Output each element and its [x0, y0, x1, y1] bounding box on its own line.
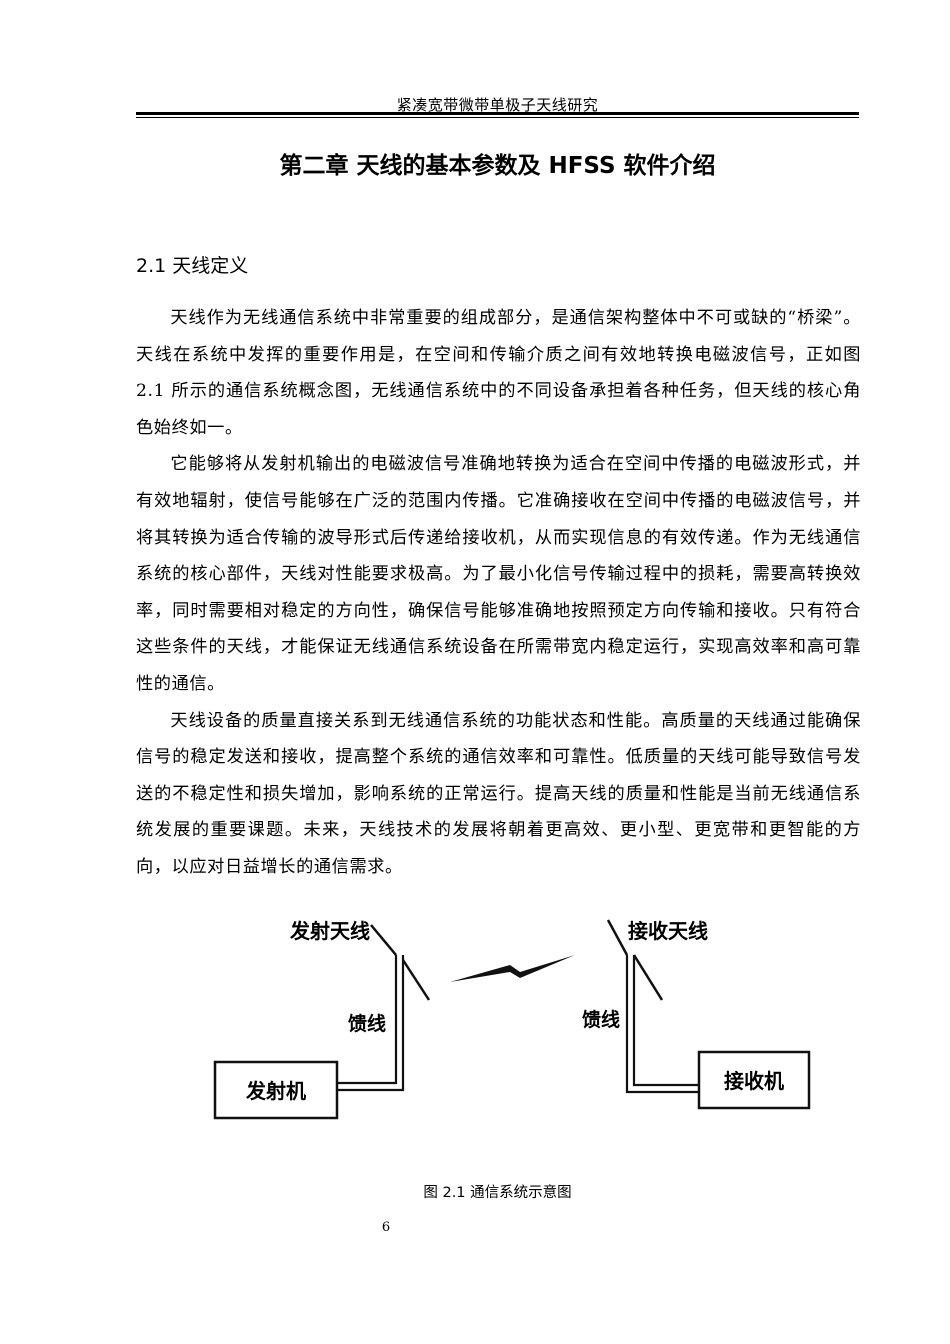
rx-antenna-upper-element — [606, 919, 629, 956]
tx-antenna-label: 发射天线 — [289, 919, 370, 943]
section-heading: 2.1 天线定义 — [136, 255, 249, 277]
figure-caption: 图 2.1 通信系统示意图 — [423, 1185, 572, 1201]
header-rule-thin — [136, 117, 859, 118]
communication-system-diagram: 发射机 馈线 发射天线 接收天线 馈线 接收机 — [213, 919, 811, 1120]
paragraph-3: 天线设备的质量直接关系到无线通信系统的功能状态和性能。高质量的天线通过能确保信号… — [136, 710, 861, 877]
page-number: 6 — [381, 1220, 391, 1235]
rx-feed-label: 馈线 — [582, 1008, 620, 1031]
tx-feed-line — [337, 955, 405, 1092]
chapter-title: 第二章 天线的基本参数及 HFSS 软件介绍 — [279, 153, 716, 179]
paragraph-2: 它能够将从发射机输出的电磁波信号准确地转换为适合在空间中传播的电磁波形式，并有效… — [136, 454, 861, 694]
rx-antenna-lower-element — [632, 954, 664, 1001]
tx-feed-label: 馈线 — [348, 1012, 386, 1035]
tx-antenna-upper-element — [370, 924, 397, 956]
rx-feed-line — [625, 955, 699, 1094]
transmitter-label: 发射机 — [245, 1079, 306, 1103]
tx-antenna-lower-element — [401, 959, 431, 1001]
body-text: 天线作为无线通信系统中非常重要的组成部分，是通信架构整体中不可或缺的“桥梁”。天… — [136, 300, 861, 886]
rx-antenna-label: 接收天线 — [628, 919, 708, 943]
receiver-label: 接收机 — [724, 1069, 784, 1093]
paragraph-1: 天线作为无线通信系统中非常重要的组成部分，是通信架构整体中不可或缺的“桥梁”。天… — [136, 308, 861, 438]
receiver-box — [697, 1050, 811, 1110]
lightning-bolt-icon — [450, 955, 575, 982]
running-header: 紧凑宽带微带单极子天线研究 — [396, 96, 599, 114]
header-rule-thick — [136, 112, 859, 115]
